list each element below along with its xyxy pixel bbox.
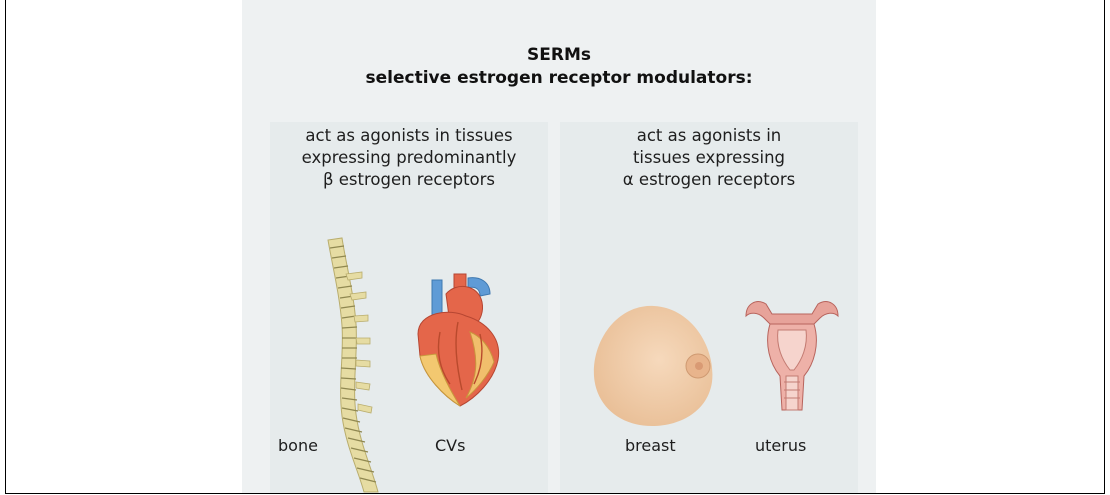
left-column-description: act as agonists in tissues expressing pr… xyxy=(278,125,540,191)
right-line-1: act as agonists in xyxy=(578,125,840,147)
left-line-3: β estrogen receptors xyxy=(278,169,540,191)
bone-label: bone xyxy=(278,436,318,455)
heart-icon xyxy=(410,272,506,408)
left-line-1: act as agonists in tissues xyxy=(278,125,540,147)
title-line: SERMs xyxy=(242,44,876,67)
uterus-icon xyxy=(742,294,842,412)
right-line-2: tissues expressing xyxy=(578,147,840,169)
uterus-label: uterus xyxy=(755,436,806,455)
subtitle-line: selective estrogen receptor modulators: xyxy=(242,67,876,90)
cvs-label: CVs xyxy=(435,436,465,455)
spine-icon xyxy=(312,234,402,493)
right-column-description: act as agonists in tissues expressing α … xyxy=(578,125,840,191)
textbook-figure: SERMs selective estrogen receptor modula… xyxy=(242,0,876,493)
figure-title: SERMs selective estrogen receptor modula… xyxy=(242,44,876,90)
breast-icon xyxy=(592,300,716,428)
left-line-2: expressing predominantly xyxy=(278,147,540,169)
right-line-3: α estrogen receptors xyxy=(578,169,840,191)
figure-frame: SERMs selective estrogen receptor modula… xyxy=(5,0,1105,494)
breast-label: breast xyxy=(625,436,676,455)
